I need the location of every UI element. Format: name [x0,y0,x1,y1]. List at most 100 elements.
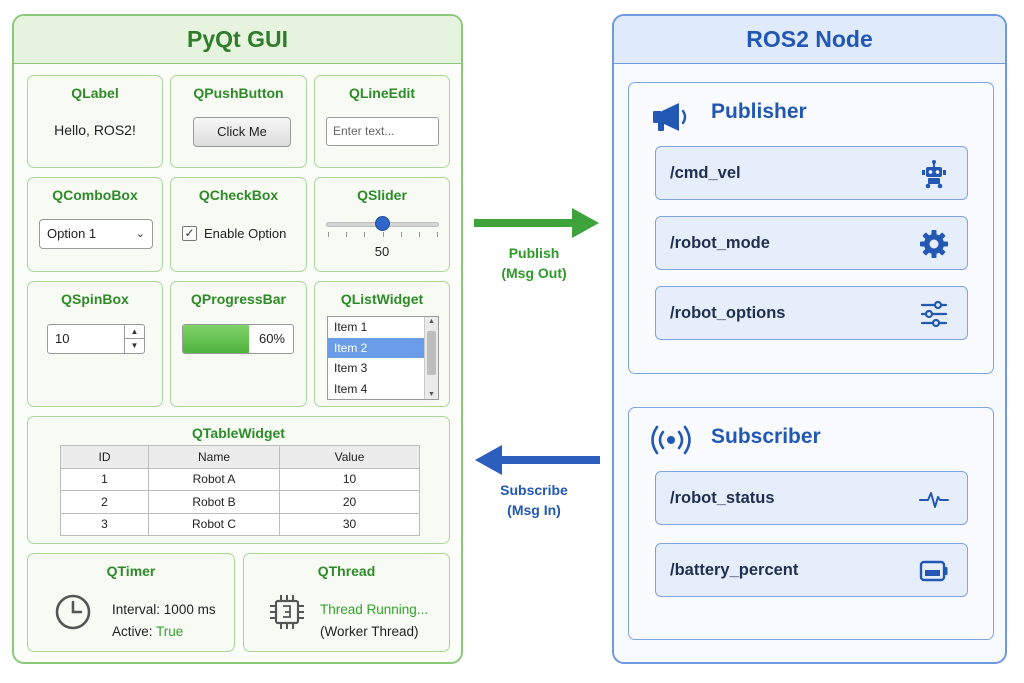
topic-robot-options[interactable]: /robot_options [655,286,968,340]
qtablewidget-title: QTableWidget [192,425,285,441]
slider-value: 50 [374,244,390,259]
list-item[interactable]: Item 1 [334,320,368,334]
slider-handle[interactable] [374,216,390,231]
list-item[interactable]: Item 3 [334,361,368,375]
qspinbox-card: QSpinBox 10 ▲ ▼ [27,281,163,407]
scroll-up-icon[interactable]: ▲ [428,318,435,325]
spin-down-icon[interactable]: ▼ [130,341,139,350]
checkbox-label: Enable Option [204,226,287,241]
subscribe-arrow [475,445,600,475]
qthread-title: QThread [317,563,376,579]
publish-label-line1: Publish [508,245,560,261]
subscribe-label-line2: (Msg In) [507,502,561,518]
table-cell[interactable]: 30 [279,512,420,536]
qcombobox-title: QComboBox [52,187,138,203]
table-row[interactable]: 2 Robot B 20 [60,490,420,514]
qslider-title: QSlider [357,187,407,203]
combo-select[interactable]: Option 1 ⌄ [39,219,153,249]
gui-header: PyQt GUI [14,16,461,64]
chevron-down-icon: ⌄ [135,228,145,240]
enable-option-checkbox[interactable]: ✓ Enable Option [182,226,286,241]
qprogressbar-title: QProgressBar [191,291,286,307]
checkmark-icon[interactable]: ✓ [182,226,197,241]
qlistwidget-title: QListWidget [340,291,424,307]
qtimer-title: QTimer [106,563,156,579]
spin-up-icon[interactable]: ▲ [125,325,144,339]
spinbox-buttons: ▲ ▼ [124,325,144,353]
pulse-icon [919,492,949,508]
megaphone-icon [653,103,687,131]
pyqt-gui-panel: PyQt GUI QLabel Hello, ROS2! QPushButton… [12,14,463,664]
interval-value: 1000 ms [163,602,216,617]
scroll-down-icon[interactable]: ▼ [428,391,435,398]
gear-icon [920,230,948,258]
table-cell[interactable]: 10 [279,467,420,491]
table-cell[interactable]: Robot A [148,467,280,491]
battery-icon [919,560,948,582]
list-item[interactable]: Item 4 [334,381,368,396]
qpushbutton-title: QPushButton [193,85,284,101]
topic-robot-mode[interactable]: /robot_mode [655,216,968,270]
table-cell[interactable]: Robot C [148,512,280,536]
click-me-button[interactable]: Click Me [193,117,291,147]
list-scrollbar[interactable]: ▲ ▼ [424,317,438,399]
broadcast-icon [651,425,691,455]
topic-battery-percent[interactable]: /battery_percent [655,543,968,597]
interval-label: Interval: [112,602,161,617]
slider-ticks [328,232,438,238]
publish-arrow [474,208,599,238]
text-input[interactable]: Enter text... [326,117,439,146]
active-value: True [156,624,184,639]
qspinbox-title: QSpinBox [61,291,129,307]
progress-bar: 60% [182,324,294,354]
qlabel-title: QLabel [71,85,119,101]
table-widget: ID Name Value 1 Robot A 10 2 Robot B 20 … [60,445,420,536]
qthread-card: QThread Thread Running... (Worker Thread… [243,553,450,652]
progress-text: 60% [258,331,285,346]
qlineedit-card: QLineEdit Enter text... [314,75,450,168]
spinbox-value: 10 [55,331,70,346]
spinbox-input[interactable]: 10 ▲ ▼ [47,324,145,354]
column-header-name[interactable]: Name [148,445,280,469]
scroll-thumb[interactable] [427,331,436,375]
robot-icon [922,160,946,189]
qcombobox-card: QComboBox Option 1 ⌄ [27,177,163,272]
qlabel-card: QLabel Hello, ROS2! [27,75,163,168]
topic-cmd-vel[interactable]: /cmd_vel [655,146,968,200]
qslider-card: QSlider 50 [314,177,450,272]
table-cell[interactable]: 20 [279,490,420,514]
table-cell[interactable]: 3 [60,512,149,536]
topic-name: /battery_percent [670,561,799,579]
ros2-node-panel: ROS2 Node Publisher /cmd_vel /robot_mode [612,14,1007,664]
topic-name: /robot_mode [670,234,770,252]
thread-info: Thread Running... (Worker Thread) [320,599,428,643]
topic-robot-status[interactable]: /robot_status [655,471,968,525]
qlabel-text: Hello, ROS2! [54,122,136,138]
topic-name: /cmd_vel [670,164,741,182]
timer-info: Interval: 1000 ms Active: True [112,599,216,643]
qtablewidget-card: QTableWidget ID Name Value 1 Robot A 10 … [27,416,450,544]
qlistwidget-card: QListWidget Item 1 Item 2 Item 3 Item 4 … [314,281,450,407]
sliders-icon [920,300,948,328]
list-item-selected[interactable]: Item 2 [328,337,424,358]
subscribe-label-line1: Subscribe [500,482,568,498]
thread-detail: (Worker Thread) [320,624,419,639]
publish-label: Publish (Msg Out) [478,243,590,283]
combo-selected-value: Option 1 [47,226,97,241]
clock-icon [55,594,91,630]
qcheckbox-card: QCheckBox ✓ Enable Option [170,177,307,272]
table-row[interactable]: 3 Robot C 30 [60,512,420,536]
table-cell[interactable]: Robot B [148,490,280,514]
publisher-title: Publisher [711,100,807,123]
active-label: Active: [112,624,153,639]
column-header-value[interactable]: Value [279,445,420,469]
table-cell[interactable]: 1 [60,467,149,491]
publisher-section: Publisher /cmd_vel /robot_mode [628,82,994,374]
qprogressbar-card: QProgressBar 60% [170,281,307,407]
column-header-id[interactable]: ID [60,445,149,469]
table-row[interactable]: 1 Robot A 10 [60,467,420,491]
subscriber-section: Subscriber /robot_status /battery_percen… [628,407,994,640]
subscribe-label: Subscribe (Msg In) [478,480,590,520]
qtimer-card: QTimer Interval: 1000 ms Active: True [27,553,235,652]
table-cell[interactable]: 2 [60,490,149,514]
